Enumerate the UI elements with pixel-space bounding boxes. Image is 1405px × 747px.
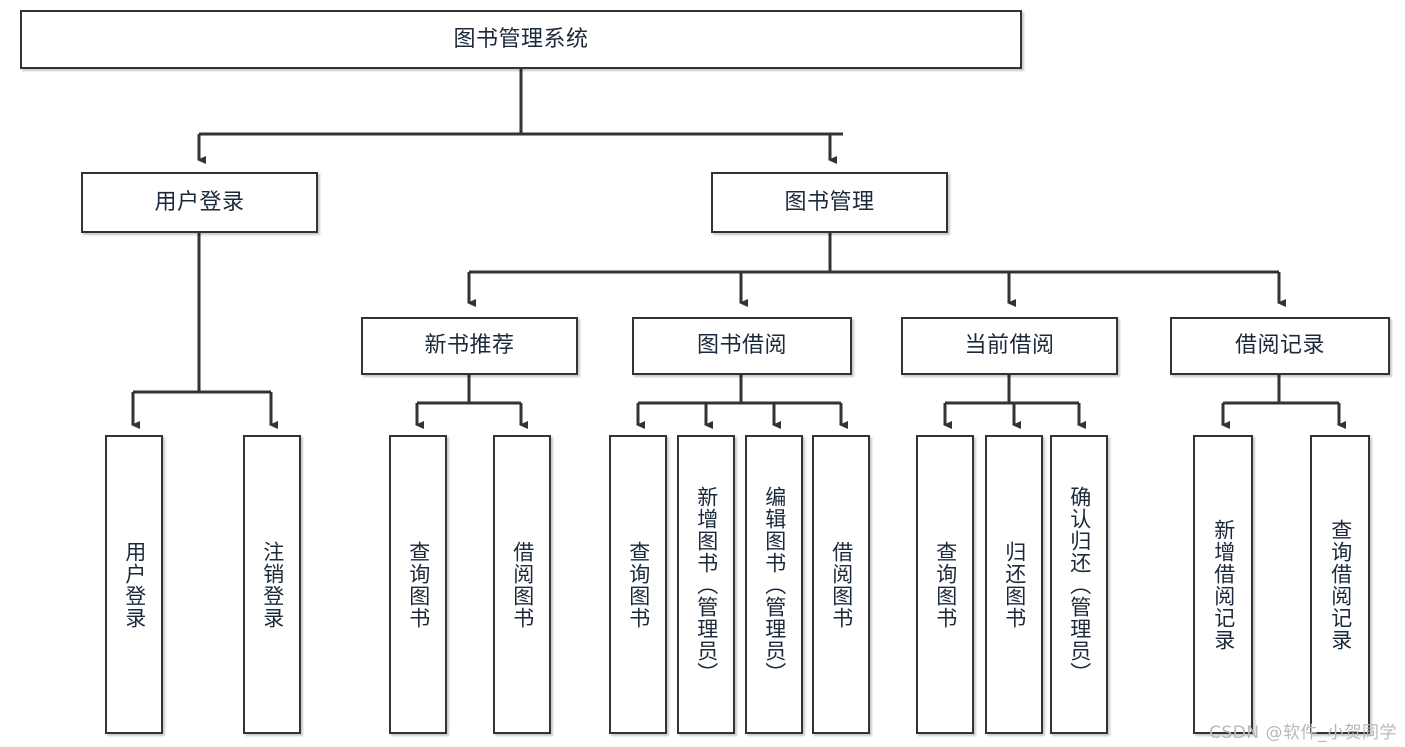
node-leaf-borrow-book-label: 借阅图书 xyxy=(829,540,854,629)
node-leaf-recommend-query-book[interactable]: 查询图书 xyxy=(389,435,447,734)
node-leaf-borrow-query-book-label: 查询图书 xyxy=(626,540,651,629)
node-leaf-user-login[interactable]: 用户登录 xyxy=(105,435,163,734)
node-leaf-user-login-label: 用户登录 xyxy=(122,540,147,629)
node-root-label: 图书管理系统 xyxy=(453,26,589,52)
node-leaf-add-borrow-record-label: 新增借阅记录 xyxy=(1211,518,1236,651)
node-leaf-current-query-book[interactable]: 查询图书 xyxy=(916,435,974,734)
node-book-borrow-label: 图书借阅 xyxy=(696,333,787,359)
node-leaf-recommend-borrow-book[interactable]: 借阅图书 xyxy=(493,435,551,734)
node-leaf-add-borrow-record[interactable]: 新增借阅记录 xyxy=(1193,435,1253,734)
node-user-login-label: 用户登录 xyxy=(154,189,245,215)
node-leaf-current-query-book-label: 查询图书 xyxy=(933,540,958,629)
node-leaf-edit-book-admin-label: 编辑图书（管理员） xyxy=(762,485,787,684)
node-leaf-confirm-return-admin-label: 确认归还（管理员） xyxy=(1067,485,1092,684)
node-leaf-confirm-return-admin[interactable]: 确认归还（管理员） xyxy=(1050,435,1108,734)
node-root[interactable]: 图书管理系统 xyxy=(20,10,1022,69)
node-leaf-add-book-admin-label: 新增图书（管理员） xyxy=(694,485,719,684)
node-leaf-borrow-book[interactable]: 借阅图书 xyxy=(812,435,870,734)
node-new-book-recommend-label: 新书推荐 xyxy=(424,333,515,359)
node-leaf-logout[interactable]: 注销登录 xyxy=(243,435,301,734)
node-leaf-recommend-query-book-label: 查询图书 xyxy=(406,540,431,629)
node-borrow-record-label: 借阅记录 xyxy=(1234,333,1325,359)
node-leaf-recommend-borrow-book-label: 借阅图书 xyxy=(510,540,535,629)
node-new-book-recommend[interactable]: 新书推荐 xyxy=(361,317,578,375)
node-leaf-query-borrow-record-label: 查询借阅记录 xyxy=(1328,518,1353,651)
node-book-borrow[interactable]: 图书借阅 xyxy=(632,317,852,375)
node-book-management[interactable]: 图书管理 xyxy=(711,172,948,233)
node-leaf-query-borrow-record[interactable]: 查询借阅记录 xyxy=(1310,435,1370,734)
node-borrow-record[interactable]: 借阅记录 xyxy=(1170,317,1390,375)
node-leaf-return-book[interactable]: 归还图书 xyxy=(985,435,1043,734)
node-user-login[interactable]: 用户登录 xyxy=(81,172,318,233)
node-leaf-add-book-admin[interactable]: 新增图书（管理员） xyxy=(677,435,735,734)
node-book-management-label: 图书管理 xyxy=(784,189,875,215)
node-leaf-logout-label: 注销登录 xyxy=(260,540,285,629)
node-current-borrow-label: 当前借阅 xyxy=(964,333,1055,359)
node-leaf-edit-book-admin[interactable]: 编辑图书（管理员） xyxy=(745,435,803,734)
node-current-borrow[interactable]: 当前借阅 xyxy=(901,317,1118,375)
node-leaf-borrow-query-book[interactable]: 查询图书 xyxy=(609,435,667,734)
node-leaf-return-book-label: 归还图书 xyxy=(1002,540,1027,629)
